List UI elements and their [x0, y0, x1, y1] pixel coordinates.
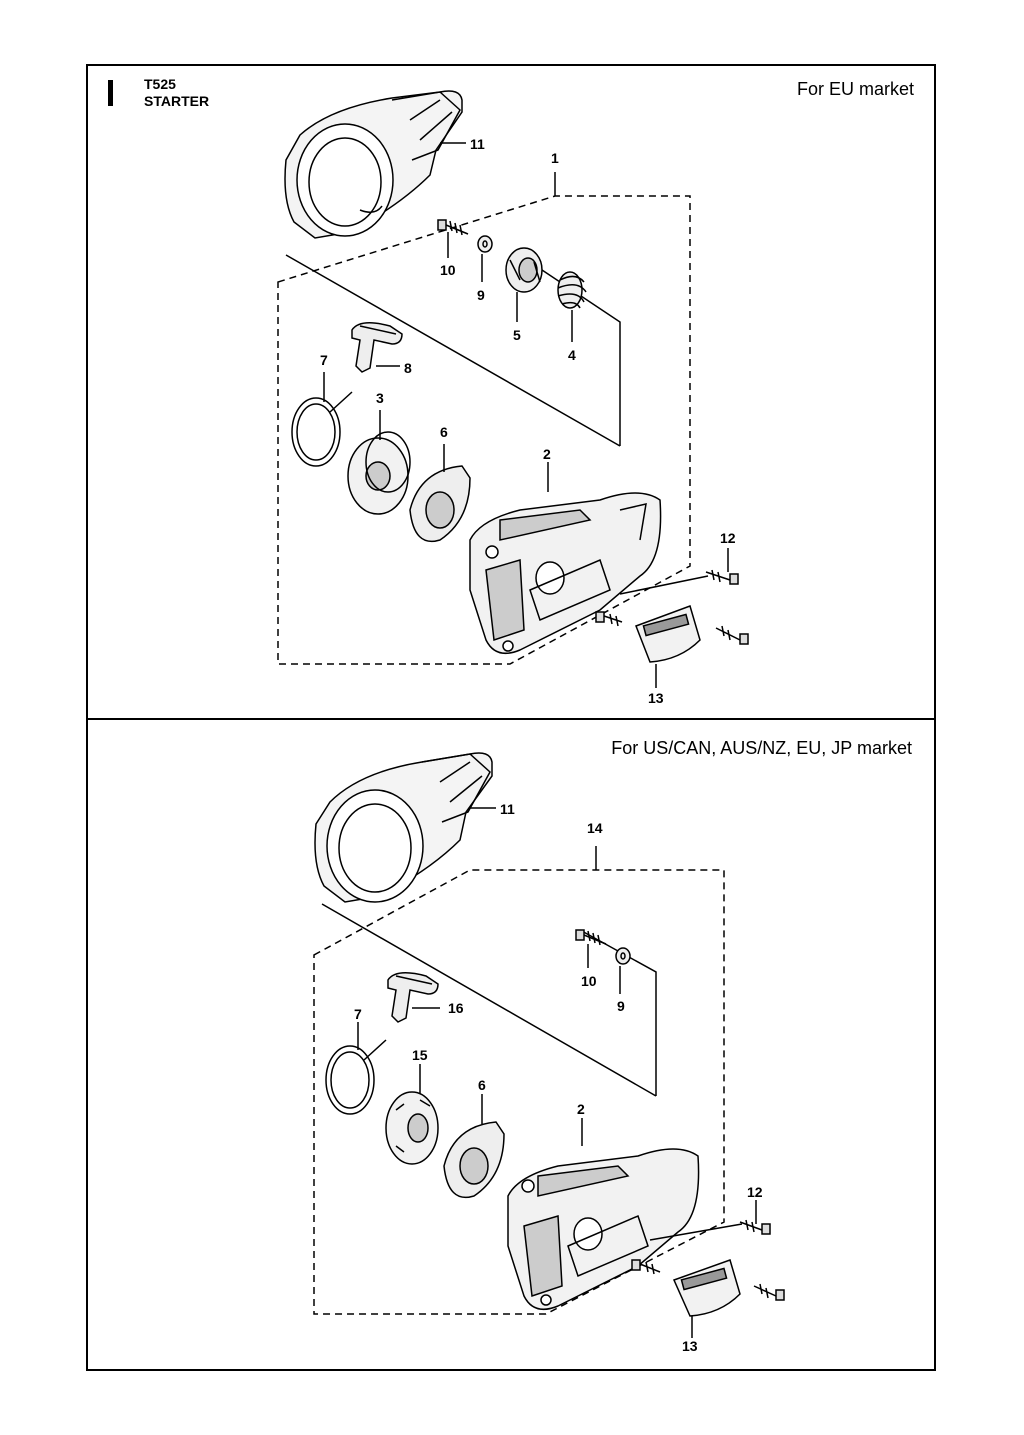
callout-16: 16: [448, 1000, 464, 1016]
callout-2: 2: [577, 1101, 585, 1117]
callout-15: 15: [412, 1047, 428, 1063]
callout-9: 9: [477, 287, 485, 303]
rewind-spring-icon: [325, 1039, 387, 1115]
callout-10: 10: [440, 262, 456, 278]
guide-plate-icon: [443, 1121, 505, 1199]
pull-handle-icon: [351, 322, 403, 373]
rewind-spring-icon: [291, 391, 353, 467]
callout-12: 12: [720, 530, 736, 546]
washer-icon: [615, 947, 631, 965]
decal-icon: [635, 605, 701, 663]
callout-4: 4: [568, 347, 576, 363]
callout-6: 6: [478, 1077, 486, 1093]
callout-11: 11: [500, 801, 515, 817]
callout-5: 5: [513, 327, 521, 343]
rope-pulley-icon: [347, 431, 411, 515]
callout-11: 11: [470, 136, 485, 152]
callout-12: 12: [747, 1184, 763, 1200]
section-divider: [86, 718, 936, 720]
callout-7: 7: [320, 352, 328, 368]
market-label-eu: For EU market: [796, 79, 914, 99]
market-label-global: For US/CAN, AUS/NZ, EU, JP market: [611, 738, 912, 758]
callout-1: 1: [551, 150, 559, 166]
callout-6: 6: [440, 424, 448, 440]
screw-icon: [595, 569, 749, 645]
callout-3: 3: [376, 390, 384, 406]
screw-icon: [437, 219, 469, 236]
page-frame: [86, 64, 936, 1371]
callout-2: 2: [543, 446, 551, 462]
callout-9: 9: [617, 998, 625, 1014]
decal-icon: [672, 1259, 741, 1317]
callout-10: 10: [581, 973, 597, 989]
starter-cover-icon: [314, 752, 493, 903]
callout-13: 13: [648, 690, 664, 706]
callout-7: 7: [354, 1006, 362, 1022]
starter-housing-icon: [507, 1148, 700, 1311]
screw-icon: [575, 929, 607, 946]
screw-icon: [631, 1219, 785, 1301]
guide-plate-icon: [409, 465, 471, 543]
callout-8: 8: [404, 360, 412, 376]
rope-pulley-icon: [385, 1091, 439, 1165]
section-marker: [108, 80, 113, 106]
callout-13: 13: [682, 1338, 698, 1354]
callout-14: 14: [587, 820, 603, 836]
pawl-hub-icon: [505, 247, 543, 293]
page-title: STARTER: [144, 93, 210, 109]
spring-icon: [557, 271, 587, 309]
model-number: T525: [144, 76, 176, 92]
pull-handle-icon: [387, 972, 439, 1023]
washer-icon: [477, 235, 493, 253]
starter-housing-icon: [469, 492, 662, 655]
starter-cover-icon: [284, 90, 463, 239]
